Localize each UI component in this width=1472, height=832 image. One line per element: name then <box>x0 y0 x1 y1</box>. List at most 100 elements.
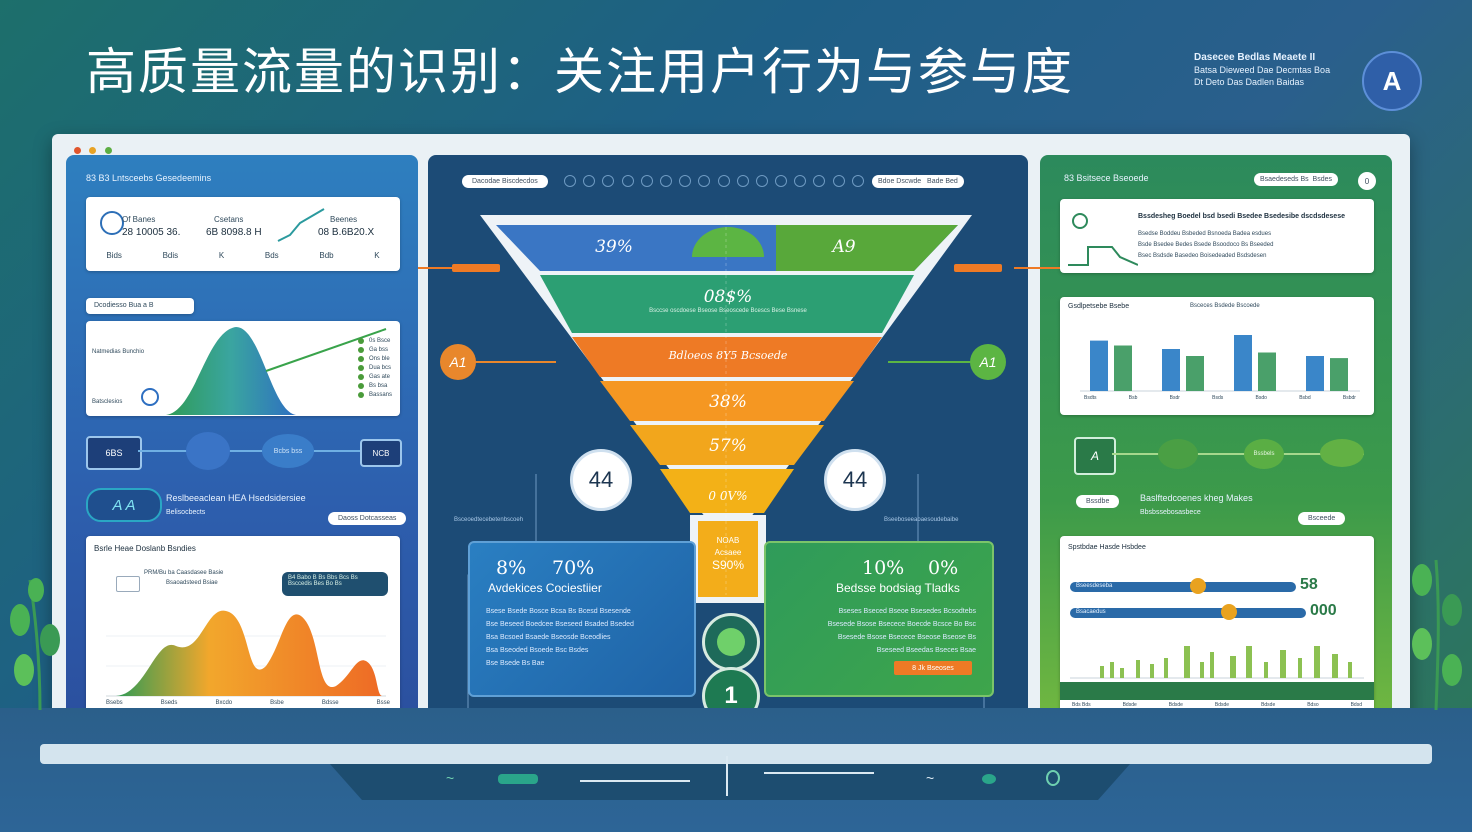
bar <box>1090 340 1108 391</box>
legend-label: Bassans <box>369 392 393 398</box>
right-header-pill[interactable]: Bsaedeseds Bs Bsdes <box>1254 173 1339 186</box>
bar <box>1162 349 1180 391</box>
slider-track-b[interactable]: Bsacaedus <box>1070 604 1306 620</box>
connector-line <box>138 450 362 452</box>
funnel-label: 08$% <box>703 287 753 307</box>
chart-tab[interactable]: Dcodiesso Bua a B <box>86 298 194 314</box>
node-left-button[interactable]: 6BS <box>86 436 142 470</box>
axis-tick-label: Bxcdo <box>215 700 233 706</box>
dock-ring-icon[interactable] <box>1046 770 1060 786</box>
dock-left-glyph[interactable]: ~ <box>446 770 455 786</box>
right-node-button[interactable]: A <box>1074 437 1116 475</box>
subtitle-pill-right[interactable]: Bsceede <box>1298 512 1346 525</box>
progress-dots <box>564 175 864 187</box>
info-sparkline <box>1068 246 1138 266</box>
info-card: Bssdesheg Boedel bsd bsedi Bsedee Bsedes… <box>1060 199 1374 273</box>
card-line: Bsa Bcsoed Bsaede Bseosde Bceodlies <box>486 634 611 641</box>
connector-line <box>1112 453 1364 455</box>
metric-circle-left[interactable]: 44 <box>570 449 632 511</box>
area-tooltip: B4 Babo B Bs Bbs Bcs Bs Bsccedis Bes Bo … <box>282 572 388 596</box>
chart-side-label: Batsclesios <box>92 399 123 405</box>
slider-axis: Bds Bds Bdsde Bdsde Bdsde Bdsde Bdso Bds… <box>1072 702 1362 708</box>
plant-left-icon <box>10 578 60 710</box>
metric-circle-right[interactable]: 44 <box>824 449 886 511</box>
stat-label: Beenes <box>330 215 358 224</box>
node-mid: Bcbs bss <box>262 434 314 468</box>
bottom-card-left: 8% 70% Avdekices Cociestiier Bsese Bsede… <box>468 541 696 697</box>
bar-chart-subtitle: Bsceces Bsdede Bscoede <box>1190 303 1260 309</box>
left-panel-header: 83 B3 Lntsceebs Gesedeemins <box>86 173 212 183</box>
area-chart-title: Bsrle Heae Doslanb Bsndies <box>94 544 196 553</box>
area-chart-card: Bsrle Heae Doslanb Bsndies PRM/Bu ba Caa… <box>86 536 400 716</box>
card-badge-button[interactable]: 8 Jk Bseoses <box>894 661 972 675</box>
slider-thumb-a[interactable] <box>1189 578 1206 594</box>
funnel-label: 39% <box>595 237 633 257</box>
node-right-button[interactable]: NCB <box>360 439 402 467</box>
axis-tick-label: Bsb <box>1128 395 1138 401</box>
subtitle-pill-left[interactable]: Bssdbe <box>1076 495 1120 508</box>
funnel-stage-4 <box>600 381 854 421</box>
close-dot-icon[interactable] <box>74 147 81 154</box>
dock-button[interactable] <box>498 774 538 784</box>
funnel-spout-fill <box>698 521 758 597</box>
area-note: PRM/Bu ba Caasdasee Basie <box>144 570 224 576</box>
legend-item: Ga bss <box>358 347 392 353</box>
funnel-label: 38% <box>709 392 747 412</box>
trend-arrow <box>265 328 387 372</box>
right-header-counter[interactable]: 0 <box>1358 172 1376 190</box>
legend-item: Bassans <box>358 392 392 398</box>
funnel-label: 57% <box>709 436 747 456</box>
axis-tick-label: Bdsd <box>1350 702 1362 708</box>
funnel-stage-5 <box>630 425 824 465</box>
brand-block: Dasecee Bedlas Meaete II Batsa Dieweed D… <box>1194 52 1344 88</box>
middle-pill-right[interactable]: Bdoe Dscwde Bade Bed <box>872 175 964 188</box>
card-subtitle: Bedsse bodsiag Tladks <box>836 581 960 595</box>
subtitle-sub: Bbsbssebosasbece <box>1140 509 1201 516</box>
card-number: 70% <box>552 557 595 579</box>
axis-tick-label: Bdsde <box>1122 702 1137 708</box>
maximize-dot-icon[interactable] <box>104 147 112 154</box>
stats-footer: Bids Bdis K Bds Bdb K <box>86 251 400 260</box>
bar-chart-card: Gsdlpetsebe Bsebe Bsceces Bsdede Bscoede… <box>1060 297 1374 415</box>
stat-value: 28 10005 36. <box>122 227 181 238</box>
middle-pill-left[interactable]: Dacodae Biscdecdos <box>462 175 548 188</box>
slider-thumb-b[interactable] <box>1221 604 1238 620</box>
bar <box>1306 356 1324 391</box>
axis-tick-label: Bsds <box>1212 395 1224 401</box>
slider-value-b: 000 <box>1310 602 1337 619</box>
dock-leaf-icon[interactable] <box>982 774 996 784</box>
badge-button[interactable]: A A <box>86 488 162 522</box>
axis-tick-label: Bsbe <box>270 700 284 706</box>
brand-logo[interactable]: A <box>1362 51 1422 111</box>
card-line: Bsa Bseoded Bsoede Bsc Bsdes <box>486 647 589 654</box>
funnel-tip: NOAB Acsaee S90% <box>698 535 758 571</box>
stats-footer-label: Bdb <box>319 251 334 260</box>
pill-label: Bsdes <box>1312 176 1333 183</box>
stat-value: 08 B.6B20.X <box>318 227 375 238</box>
bar-axis-labels: Bsdts Bsb Bsdr Bsds Bsdo Bsbd Bsbdr <box>1084 395 1356 401</box>
axis-tick-label: Bdsde <box>1168 702 1183 708</box>
slider-footer-bar <box>1060 682 1374 700</box>
badge-pill[interactable]: Daoss Dotcasseas <box>328 512 407 525</box>
axis-tick-label: Bdso <box>1307 702 1319 708</box>
funnel-stage-1b <box>776 225 958 271</box>
stats-sparkline <box>277 208 325 242</box>
node-a1-right[interactable]: A1 <box>970 344 1006 380</box>
card-line: Bsesede Bsose Bsecece Boecde Bcsce Bo Bs… <box>827 621 976 628</box>
bar <box>1186 356 1204 391</box>
minimize-dot-icon[interactable] <box>89 147 97 154</box>
panel-connector-right-tab <box>954 264 1002 272</box>
card-line: Bse Beseed Boedcee Bseseed Bsaded Bseded <box>486 621 634 628</box>
stats-footer-label: K <box>218 251 225 260</box>
pill-label: Bade Bed <box>927 178 958 185</box>
dock-divider <box>726 756 728 796</box>
node-a1-left[interactable]: A1 <box>440 344 476 380</box>
chart-side-label: Natmedias Bunchio <box>92 349 145 355</box>
dock-right-glyph[interactable]: ~ <box>926 770 935 786</box>
area-axis: Bsebs Bseds Bxcdo Bsbe Bdsse Bsse <box>106 700 390 706</box>
slider-track-a[interactable]: Bseesdeseba <box>1070 578 1296 594</box>
info-body: Bsedse Boddeu Bsbeded Bsnoeda Badea esdu… <box>1138 229 1273 262</box>
chart-legend: 0s Bsce Ga bss Ons ble Dua bcs Gas ate B… <box>358 335 392 401</box>
legend-item: Gas ate <box>358 374 392 380</box>
node-blob <box>1320 439 1364 467</box>
